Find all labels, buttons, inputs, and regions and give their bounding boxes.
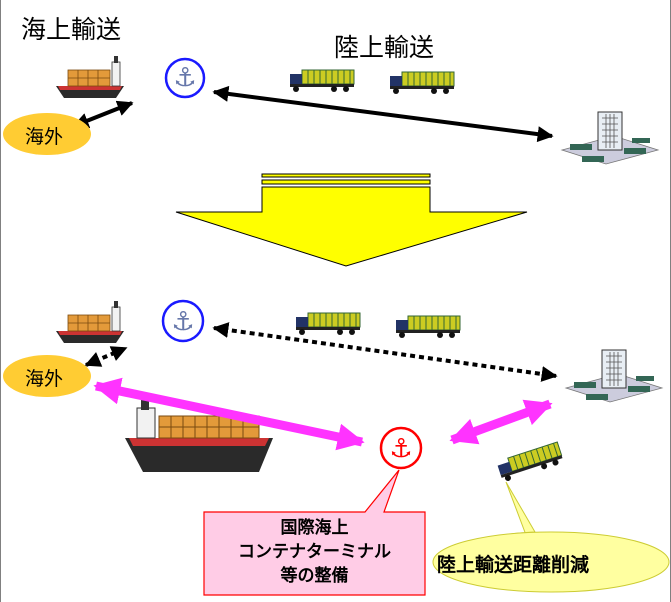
sea-transport-label: 海上輸送: [21, 15, 122, 44]
overseas-ellipse: [3, 113, 91, 155]
container-truck-icon: [495, 441, 565, 484]
container-truck-icon: [389, 71, 455, 95]
factory-icon: [565, 349, 663, 403]
container-truck-icon: [289, 69, 355, 93]
land-route-dotted-arrow: [212, 322, 558, 382]
sea-route-dotted-arrow: [84, 346, 128, 367]
svg-text:⚓: ⚓: [171, 307, 194, 337]
reduction-callout-ellipse: [432, 531, 670, 593]
factory-icon: [561, 111, 659, 165]
container-truck-icon: [395, 315, 461, 339]
overseas-label-top: 海外: [25, 126, 64, 148]
transition-arrow: [175, 173, 528, 267]
container-ship-icon: [55, 55, 125, 99]
land-transport-label: 陸上輸送: [334, 33, 435, 62]
container-truck-icon: [295, 312, 361, 336]
terminal-callout-text: 国際海上 コンテナターミナル 等の整備: [204, 516, 425, 588]
short-land-route-arrow: [449, 399, 553, 445]
svg-text:⚓: ⚓: [389, 434, 412, 464]
terminal-callout-line2: コンテナターミナル: [238, 542, 391, 562]
overseas-ellipse: [3, 355, 91, 397]
container-ship-icon: [55, 300, 125, 344]
terminal-callout-box: [203, 469, 426, 596]
sea-route-arrow: [72, 100, 134, 129]
anchor-port-icon: ⚓: [161, 299, 205, 343]
new-terminal-port-icon: ⚓: [379, 426, 423, 470]
land-route-arrow: [212, 85, 554, 143]
terminal-callout-line3: 等の整備: [280, 566, 349, 586]
reduction-callout-text: 陸上輸送距離削減: [437, 554, 590, 576]
overseas-label-bottom: 海外: [25, 368, 64, 390]
svg-text:⚓: ⚓: [173, 63, 196, 93]
terminal-callout-line1: 国際海上: [280, 518, 349, 538]
anchor-port-icon: ⚓: [164, 57, 206, 99]
direct-sea-route-arrow: [93, 377, 365, 451]
